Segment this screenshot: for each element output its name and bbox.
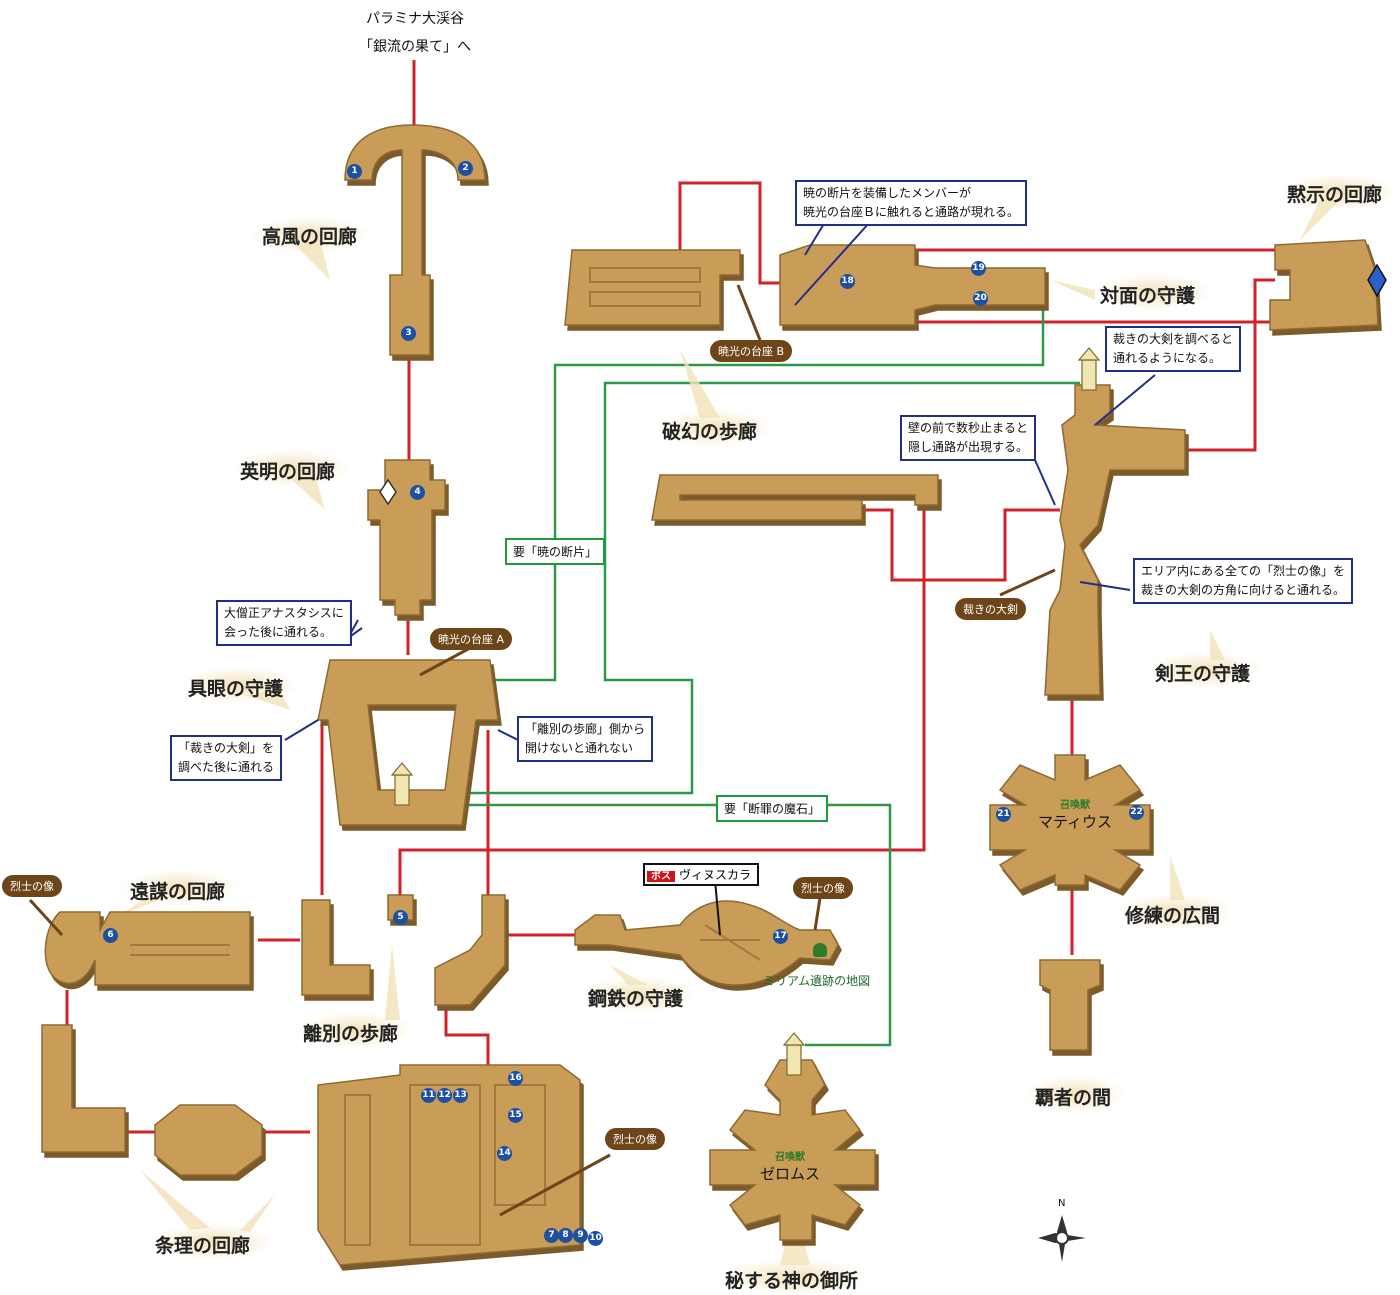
- area-label-koutetsu: 鋼鉄の守護: [588, 988, 684, 1010]
- marker-13: 13: [453, 1088, 468, 1103]
- area-label-enbou: 遠謀の回廊: [130, 881, 226, 903]
- label-glows: [122, 174, 1396, 1295]
- area-label-eimei: 英明の回廊: [240, 461, 336, 483]
- note-ribetsu-side-line2: 開けないと通れない: [525, 741, 634, 755]
- area-label-hasha: 覇者の間: [1035, 1087, 1112, 1109]
- note-wall-wait-line1: 壁の前で数秒止まると: [908, 421, 1029, 435]
- area-label-taimen: 対面の守護: [1100, 285, 1196, 307]
- boss-badge: ボス: [647, 871, 675, 882]
- map-item-label: ミリアム遺跡の地図: [763, 974, 871, 988]
- map-item-icon: [813, 943, 827, 957]
- tag-pointers: [28, 284, 1056, 1217]
- compass: [1038, 1215, 1086, 1262]
- destination-line1: パラミナ大渓谷: [366, 11, 464, 27]
- requirement-akatsuki: 要「暁の断片」: [505, 538, 606, 565]
- note-sabaki-sword-line1: 「裁きの大剣」を: [178, 741, 275, 755]
- boss-name: ヴィヌスカラ: [679, 868, 752, 882]
- boss-pointer: [714, 879, 721, 936]
- tag-pedestal-b: 暁光の台座 B: [710, 340, 793, 362]
- area-label-hisuru: 秘する神の御所: [725, 1270, 859, 1292]
- compass-north-label: N: [1058, 1198, 1066, 1209]
- marker-6: 6: [103, 928, 118, 943]
- note-statues-line2: 裁きの大剣の方角に向けると通れる。: [1141, 583, 1346, 597]
- tag-pedestal-a: 暁光の台座 A: [430, 628, 513, 650]
- area-label-mokuji: 黙示の回廊: [1287, 184, 1383, 206]
- note-wall-wait: 壁の前で数秒止まると 隠し通路が出現する。: [900, 415, 1037, 461]
- note-statues: エリア内にある全ての「烈士の像」を 裁きの大剣の方角に向けると通れる。: [1133, 558, 1354, 604]
- green-paths: [405, 285, 1080, 1047]
- area-label-shuuren: 修練の広間: [1125, 905, 1221, 927]
- note-statues-line1: エリア内にある全ての「烈士の像」を: [1141, 564, 1346, 578]
- summon-matius: 召喚獣 マティウス: [1030, 796, 1120, 832]
- note-ribetsu-side-line1: 「離別の歩廊」側から: [525, 722, 646, 736]
- marker-18: 18: [840, 274, 855, 289]
- destination-label: パラミナ大渓谷 「銀流の果て」へ: [355, 8, 475, 56]
- note-sabaki-examine: 裁きの大剣を調べると 通れるようになる。: [1105, 326, 1242, 372]
- area-label-jouri: 条理の回廊: [155, 1235, 251, 1257]
- lamp-markers: [390, 347, 1101, 1076]
- note-akatsuki-b: 暁の断片を装備したメンバーが 暁光の台座Ｂに触れると通路が現れる。: [795, 180, 1028, 226]
- note-sabaki-sword: 「裁きの大剣」を 調べた後に通れる: [170, 735, 283, 781]
- tag-judgment-sword: 裁きの大剣: [955, 598, 1026, 620]
- boss-label: ボスヴィヌスカラ: [643, 863, 760, 886]
- note-anastasis: 大僧正アナスタシスに 会った後に通れる。: [216, 600, 352, 646]
- note-wall-wait-line2: 隠し通路が出現する。: [908, 440, 1029, 454]
- note-ribetsu-side: 「離別の歩廊」側から 開けないと通れない: [517, 716, 654, 762]
- note-sabaki-sword-line2: 調べた後に通れる: [178, 760, 275, 774]
- marker-16: 16: [508, 1071, 523, 1086]
- marker-1: 1: [347, 164, 362, 179]
- note-anastasis-line1: 大僧正アナスタシスに: [224, 606, 344, 620]
- area-label-kenou: 剣王の守護: [1155, 663, 1251, 685]
- inner-walls: [130, 267, 761, 1246]
- save-crystals: [379, 263, 1387, 506]
- summon-zeromus-tag: 召喚獣: [775, 1152, 805, 1163]
- summon-matius-tag: 召喚獣: [1060, 800, 1090, 811]
- marker-8: 8: [558, 1228, 573, 1243]
- marker-14: 14: [497, 1146, 512, 1161]
- marker-12: 12: [437, 1088, 452, 1103]
- marker-17: 17: [773, 929, 788, 944]
- area-label-gugan: 具眼の守護: [188, 678, 284, 700]
- tag-statue-maze: 烈士の像: [605, 1128, 665, 1150]
- area-label-higen: 破幻の歩廊: [662, 421, 758, 443]
- marker-2: 2: [458, 161, 473, 176]
- marker-21: 21: [996, 807, 1011, 822]
- red-paths: [65, 60, 1275, 1134]
- tag-statue-west: 烈士の像: [2, 875, 62, 897]
- summon-zeromus: 召喚獣 ゼロムス: [745, 1148, 835, 1184]
- marker-9: 9: [573, 1228, 588, 1243]
- requirement-danzai: 要「断罪の魔石」: [716, 795, 829, 822]
- marker-5: 5: [393, 910, 408, 925]
- note-sabaki-examine-line1: 裁きの大剣を調べると: [1113, 332, 1234, 346]
- marker-10: 10: [588, 1231, 603, 1246]
- tag-statue-koutetsu: 烈士の像: [793, 877, 853, 899]
- marker-15: 15: [508, 1108, 523, 1123]
- summon-zeromus-name: ゼロムス: [759, 1165, 820, 1183]
- area-label-ribetsu: 離別の歩廊: [303, 1023, 399, 1045]
- marker-3: 3: [401, 326, 416, 341]
- destination-line2: 「銀流の果て」へ: [359, 39, 471, 55]
- marker-19: 19: [971, 261, 986, 276]
- marker-22: 22: [1129, 805, 1144, 820]
- summon-matius-name: マティウス: [1037, 813, 1113, 831]
- note-anastasis-line2: 会った後に通れる。: [224, 625, 333, 639]
- marker-4: 4: [410, 485, 425, 500]
- marker-20: 20: [973, 291, 988, 306]
- area-label-koufuu: 高風の回廊: [262, 226, 358, 248]
- note-akatsuki-b-line1: 暁の断片を装備したメンバーが: [803, 186, 972, 200]
- note-sabaki-examine-line2: 通れるようになる。: [1113, 351, 1222, 365]
- note-akatsuki-b-line2: 暁光の台座Ｂに触れると通路が現れる。: [803, 205, 1020, 219]
- marker-11: 11: [421, 1088, 436, 1103]
- marker-7: 7: [544, 1228, 559, 1243]
